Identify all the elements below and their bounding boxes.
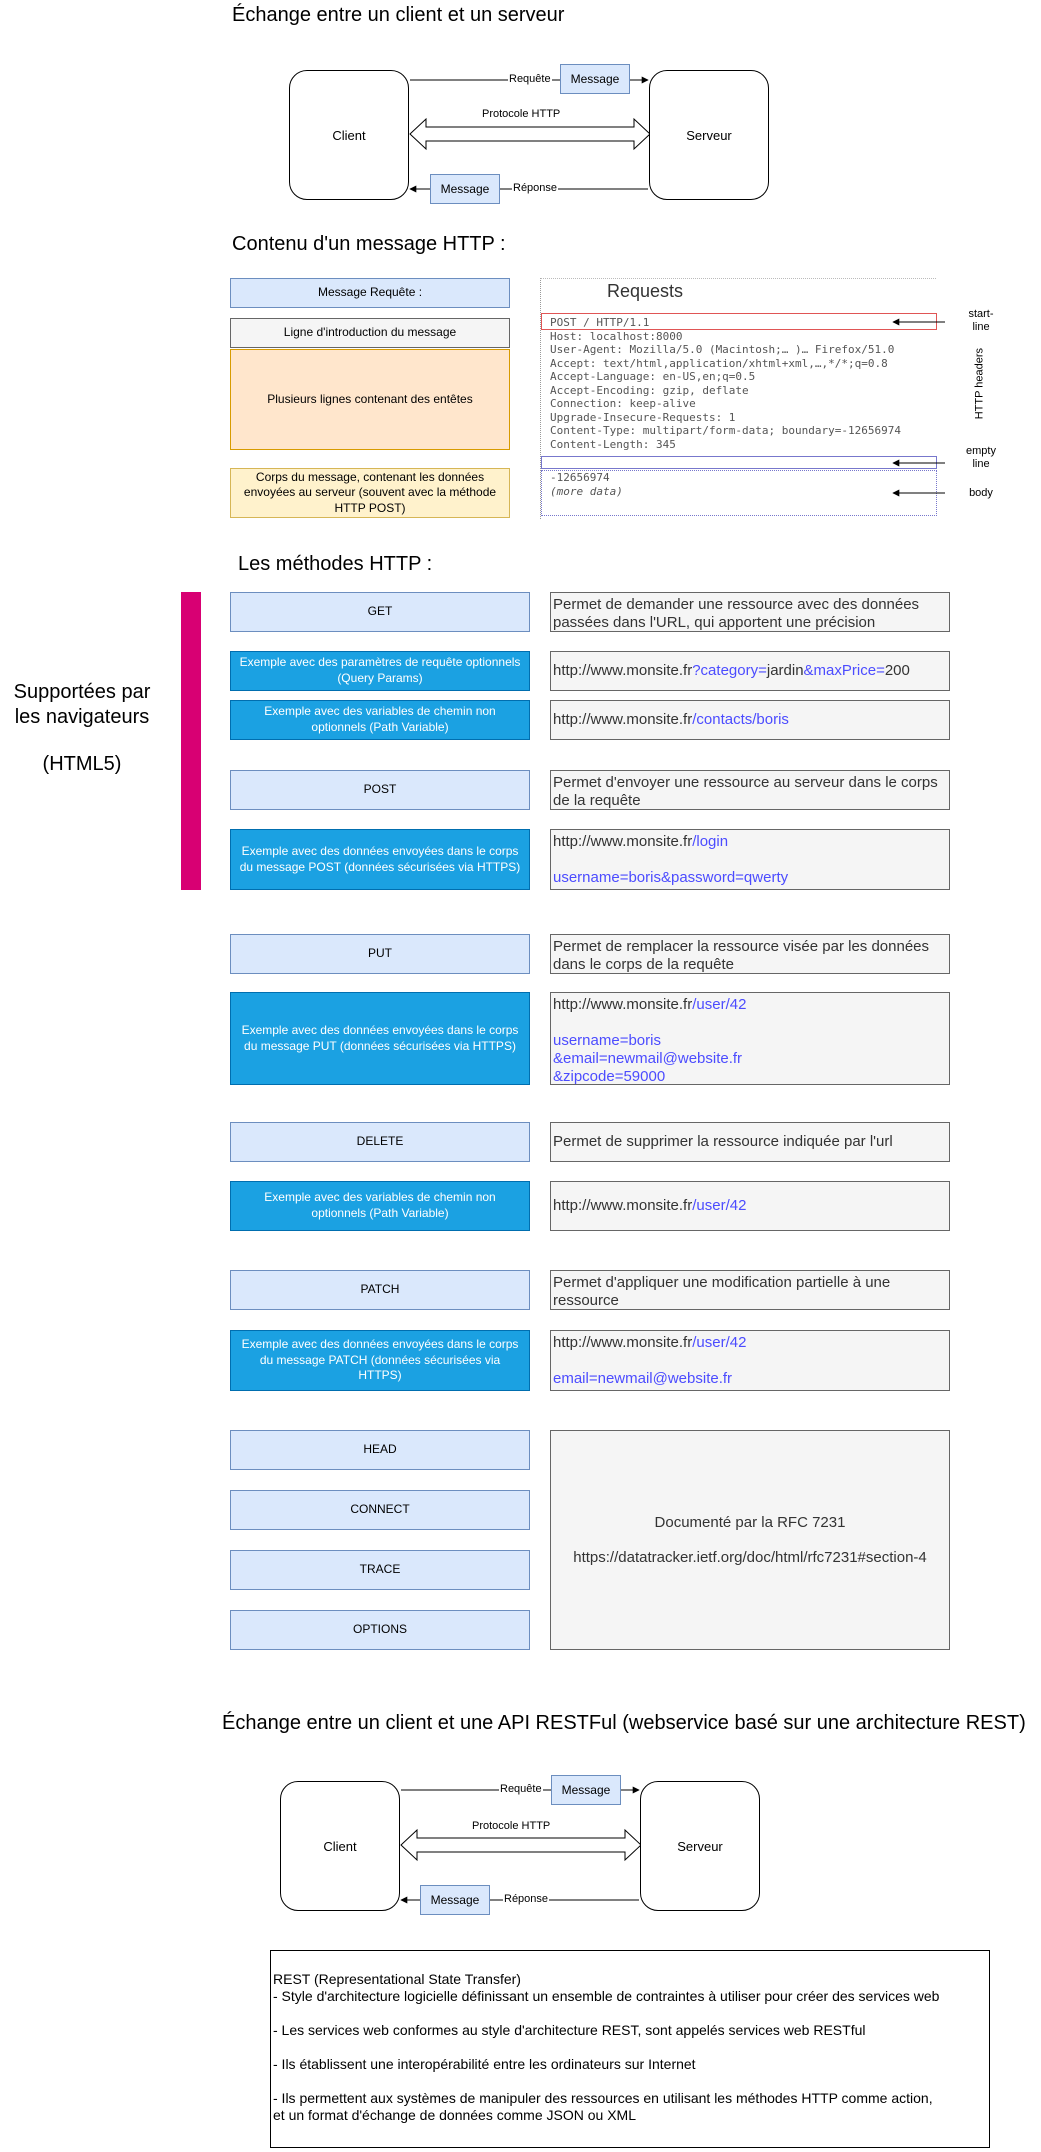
patch-example-url: http://www.monsite.fr/user/42 email=newm… bbox=[550, 1330, 950, 1391]
body-annotation: body bbox=[969, 487, 993, 499]
response-message: Message bbox=[430, 174, 500, 204]
request-message-rest: Message bbox=[551, 1775, 621, 1805]
section4-title: Échange entre un client et une API RESTF… bbox=[222, 1712, 1026, 1734]
headers-annotation: HTTP headers bbox=[973, 347, 986, 420]
start-line-box: Ligne d'introduction du message bbox=[230, 318, 510, 348]
delete-example: Exemple avec des variables de chemin non… bbox=[230, 1181, 530, 1231]
server-node: Serveur bbox=[649, 70, 769, 200]
browser-support-note: Supportées par les navigateurs bbox=[13, 681, 151, 728]
browser-support-html5: (HTML5) bbox=[42, 753, 122, 775]
request-label: Requête bbox=[508, 73, 552, 85]
protocol-label: Protocole HTTP bbox=[482, 108, 561, 120]
request-line: Accept-Language: en-US,en;q=0.5 bbox=[550, 370, 756, 383]
rfc-text: Documenté par la RFC 7231 bbox=[654, 1514, 846, 1531]
body-line: -12656974 bbox=[550, 471, 610, 484]
client-node: Client bbox=[289, 70, 409, 200]
body-box: Corps du message, contenant les données … bbox=[230, 468, 510, 518]
section1-title: Échange entre un client et un serveur bbox=[232, 4, 565, 26]
method-post: POST bbox=[230, 770, 530, 810]
browser-support-bar bbox=[181, 592, 201, 890]
delete-example-url: http://www.monsite.fr/user/42 bbox=[550, 1181, 950, 1231]
requests-title: Requests bbox=[607, 281, 684, 301]
post-description: Permet d'envoyer une ressource au serveu… bbox=[550, 770, 950, 810]
rest-definition-box: REST (Representational State Transfer) -… bbox=[270, 1950, 990, 2148]
get-example-path-variable: Exemple avec des variables de chemin non… bbox=[230, 700, 530, 740]
post-example: Exemple avec des données envoyées dans l… bbox=[230, 829, 530, 890]
body-lines: -12656974(more data) bbox=[550, 471, 623, 498]
request-label-rest: Requête bbox=[499, 1783, 543, 1795]
get-example-query-params: Exemple avec des paramètres de requête o… bbox=[230, 651, 530, 691]
response-label: Réponse bbox=[512, 182, 559, 194]
method-trace: TRACE bbox=[230, 1550, 530, 1590]
request-line: Upgrade-Insecure-Requests: 1 bbox=[550, 410, 736, 424]
rest-line: - Style d'architecture logicielle défini… bbox=[273, 1988, 940, 2004]
request-line: Content-Length: 345 bbox=[550, 437, 676, 451]
method-head: HEAD bbox=[230, 1430, 530, 1470]
client-node-rest: Client bbox=[280, 1781, 400, 1911]
get-example-query-url: http://www.monsite.fr?category=jardin&ma… bbox=[550, 651, 950, 691]
request-line: Content-Type: multipart/form-data; bound… bbox=[550, 424, 901, 437]
server-node-rest: Serveur bbox=[640, 1781, 760, 1911]
method-options: OPTIONS bbox=[230, 1610, 530, 1650]
method-delete: DELETE bbox=[230, 1122, 530, 1162]
rest-title: REST (Representational State Transfer) bbox=[273, 1971, 521, 1987]
rest-line: et un format d'échange de données comme … bbox=[273, 2107, 636, 2123]
get-description: Permet de demander une ressource avec de… bbox=[550, 592, 950, 632]
empty-line-highlight bbox=[541, 456, 937, 469]
start-line-annotation: start- line bbox=[968, 308, 994, 334]
put-example: Exemple avec des données envoyées dans l… bbox=[230, 992, 530, 1085]
body-line: (more data) bbox=[550, 484, 623, 498]
put-description: Permet de remplacer la ressource visée p… bbox=[550, 934, 950, 974]
rest-line: - Ils établissent une interopérabilité e… bbox=[273, 2056, 696, 2072]
section2-title: Contenu d'un message HTTP : bbox=[232, 233, 506, 255]
method-patch: PATCH bbox=[230, 1270, 530, 1310]
request-line: Host: localhost:8000 bbox=[550, 329, 683, 343]
delete-description: Permet de supprimer la ressource indiqué… bbox=[550, 1122, 950, 1162]
get-example-path-url: http://www.monsite.fr/contacts/boris bbox=[550, 700, 950, 740]
request-line: User-Agent: Mozilla/5.0 (Macintosh;… )… … bbox=[550, 343, 895, 356]
request-line: Accept-Encoding: gzip, deflate bbox=[550, 383, 749, 397]
requests-panel bbox=[540, 278, 936, 519]
section3-title: Les méthodes HTTP : bbox=[238, 553, 433, 575]
post-example-url: http://www.monsite.fr/login username=bor… bbox=[550, 829, 950, 890]
annotation-arrows bbox=[892, 318, 945, 497]
put-example-url: http://www.monsite.fr/user/42 username=b… bbox=[550, 992, 950, 1085]
rest-line: - Ils permettent aux systèmes de manipul… bbox=[273, 2090, 933, 2106]
request-line: Accept: text/html,application/xhtml+xml,… bbox=[550, 356, 888, 370]
method-get: GET bbox=[230, 592, 530, 632]
headers-box: Plusieurs lignes contenant des entêtes bbox=[230, 349, 510, 450]
request-line: Connection: keep-alive bbox=[550, 397, 696, 410]
method-put: PUT bbox=[230, 934, 530, 974]
protocol-label-rest: Protocole HTTP bbox=[472, 1820, 551, 1832]
request-message-box: Message Requête : bbox=[230, 278, 510, 308]
patch-example: Exemple avec des données envoyées dans l… bbox=[230, 1330, 530, 1391]
request-message: Message bbox=[560, 64, 630, 94]
rfc-box: Documenté par la RFC 7231 https://datatr… bbox=[550, 1430, 950, 1650]
response-message-rest: Message bbox=[420, 1885, 490, 1915]
patch-description: Permet d'appliquer une modification part… bbox=[550, 1270, 950, 1310]
empty-line-annotation: empty line bbox=[966, 445, 996, 471]
response-label-rest: Réponse bbox=[503, 1893, 550, 1905]
method-connect: CONNECT bbox=[230, 1490, 530, 1530]
request-line: POST / HTTP/1.1 bbox=[550, 316, 650, 329]
rfc-url: https://datatracker.ietf.org/doc/html/rf… bbox=[573, 1549, 927, 1566]
rest-line: - Les services web conformes au style d'… bbox=[273, 2022, 866, 2038]
